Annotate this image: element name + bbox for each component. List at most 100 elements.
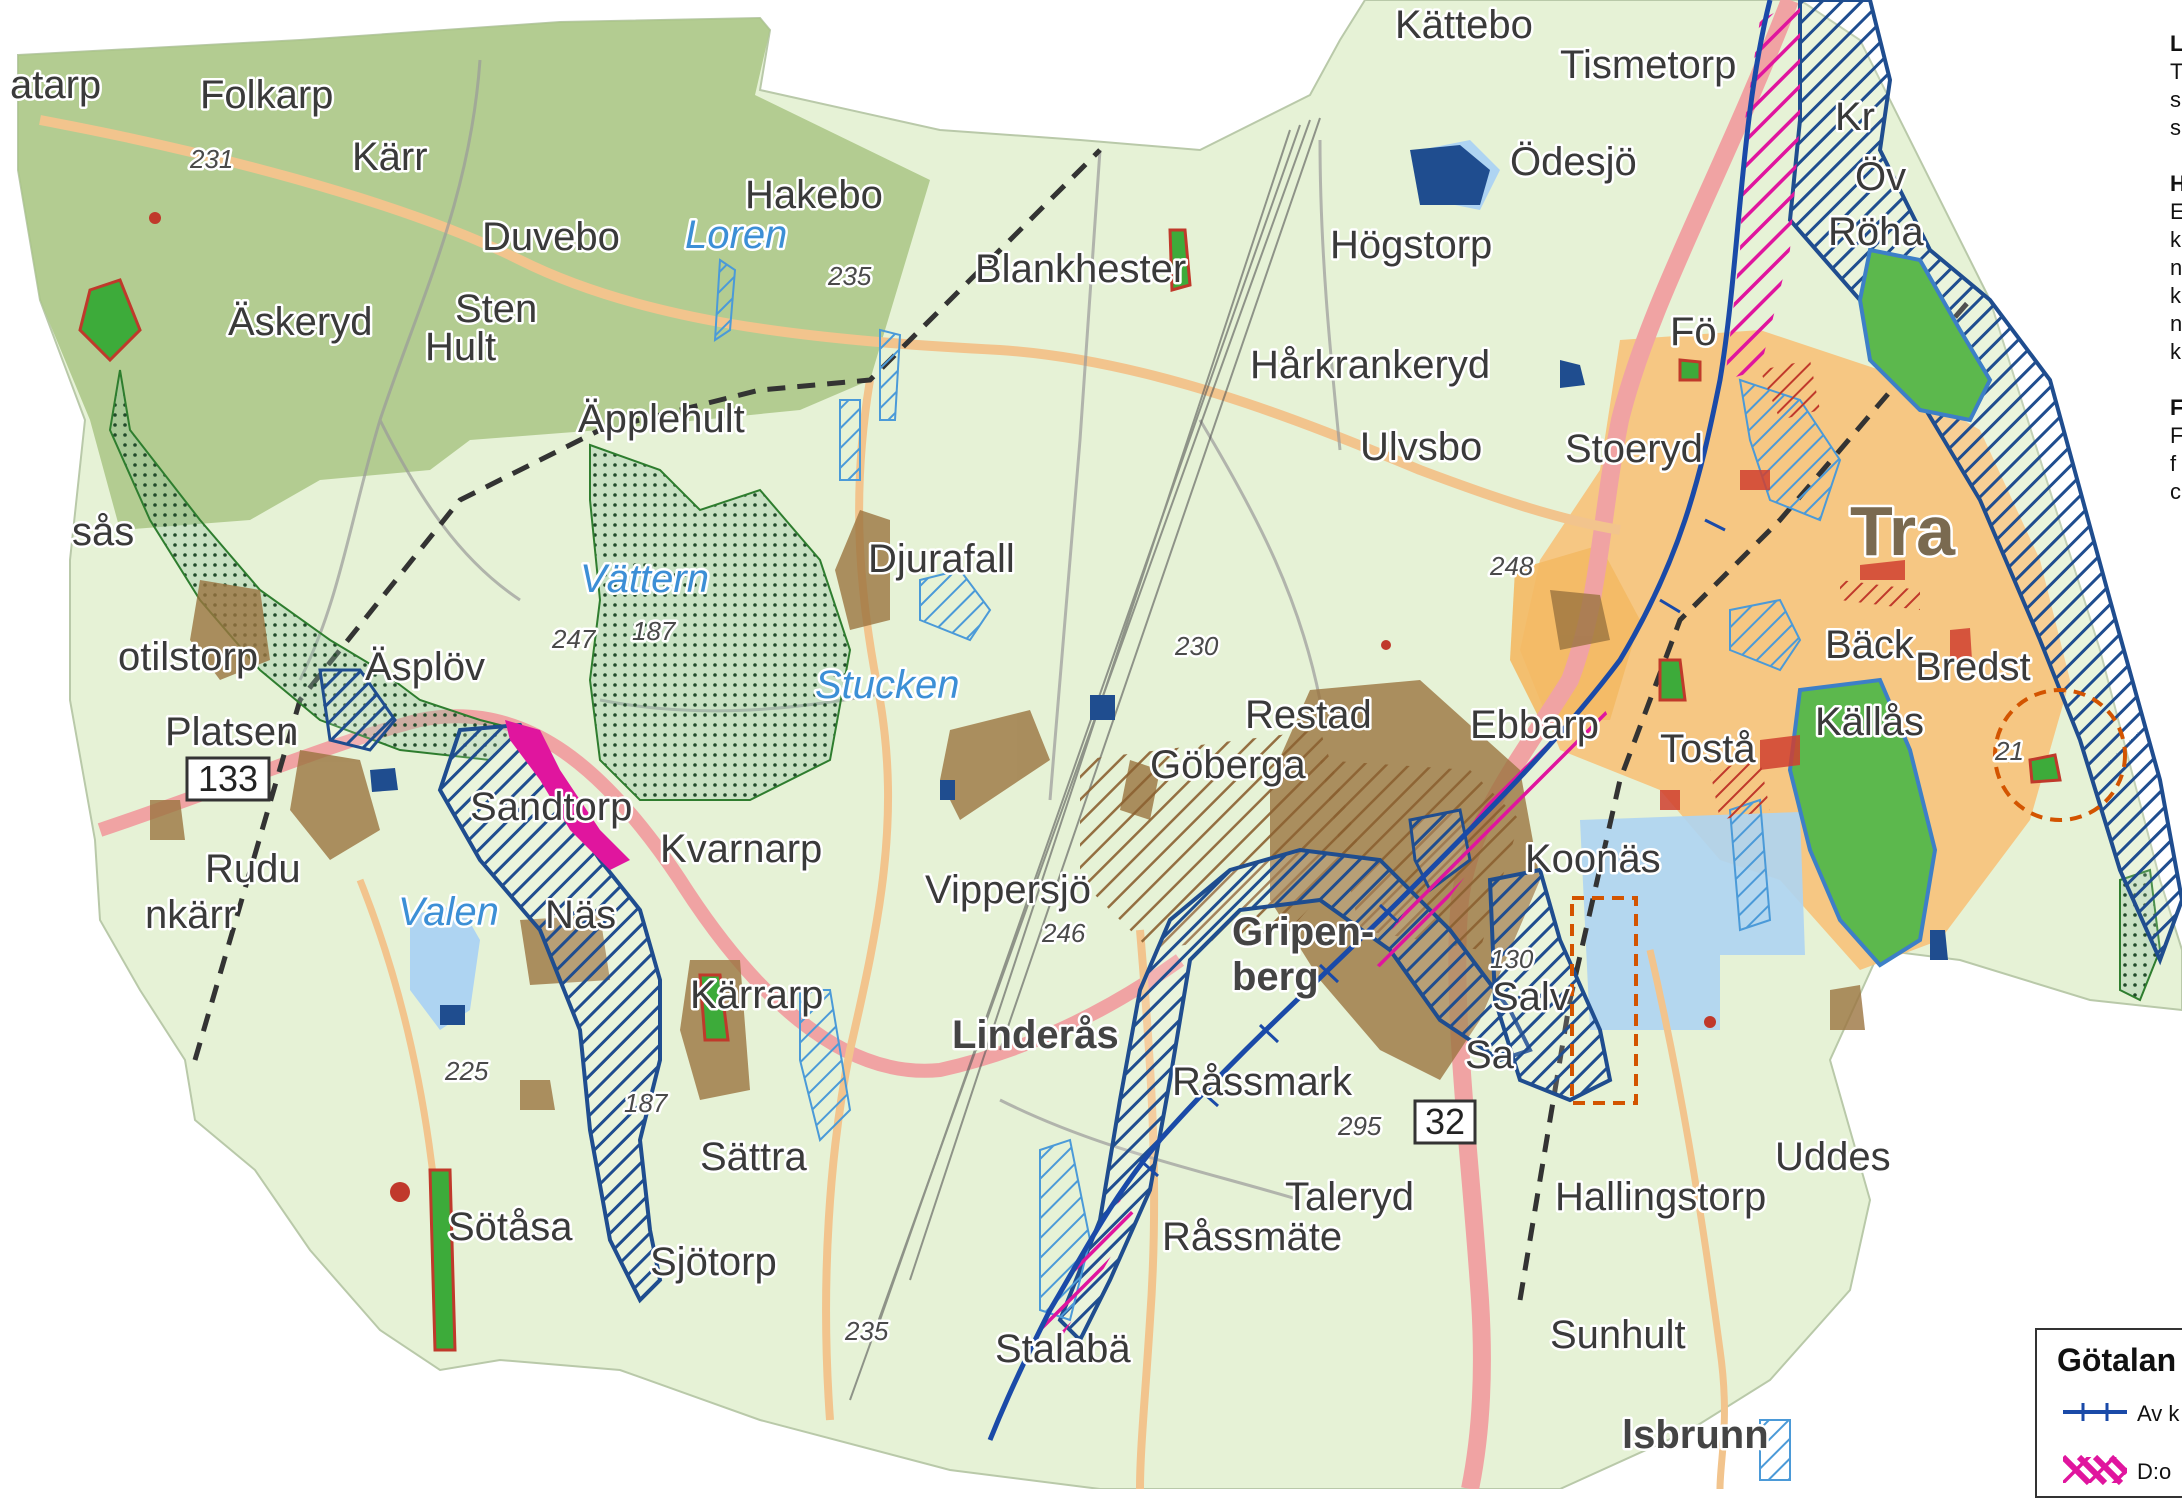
magenta-rail-corridor-center (1370, 700, 1610, 975)
elevation-label: 187 (624, 1088, 669, 1118)
place-label-hult: Hult (425, 325, 496, 369)
place-label-sattra: Sättra (700, 1135, 807, 1179)
side-text-line: f (2170, 451, 2177, 476)
place-label-kallas: Källås (1815, 700, 1924, 744)
place-label-rasmark: Råssmark (1172, 1060, 1353, 1104)
place-label-gripenberg2: berg (1232, 955, 1319, 999)
place-label-sunhult: Sunhult (1550, 1313, 1686, 1357)
place-label-ov: Öv (1855, 155, 1906, 199)
magenta-rail-corridor-south (1040, 1200, 1135, 1340)
place-label-taleryd: Taleryd (1285, 1175, 1414, 1219)
side-text-line: H (2170, 171, 2182, 196)
place-label-rassmate: Råssmäte (1162, 1215, 1342, 1259)
place-label-kalvarp: Kärrarp (690, 973, 823, 1017)
blue-line-ticks-icon (2063, 1403, 2127, 1421)
place-label-hogstorp: Högstorp (1330, 223, 1492, 267)
place-label-atarp: atarp (10, 63, 101, 107)
place-label-tran: Tra (1850, 492, 1956, 570)
place-label-askeryd: Äskeryd (228, 300, 373, 344)
green-reserve-kallas (1787, 677, 1938, 968)
road-orange-5 (1646, 949, 1728, 1489)
side-text-line: k (2170, 227, 2181, 252)
side-text-line: L (2170, 31, 2182, 56)
legend-item-corridor: D:o (2057, 1451, 2182, 1495)
elevation-label: 187 (632, 616, 677, 646)
legend-item-label: D:o (2137, 1459, 2172, 1484)
green-reserve-roha (1857, 247, 1993, 423)
place-label-kattebo: Kättebo (1395, 3, 1533, 47)
side-text-line: E (2170, 199, 2182, 224)
elevation-label: 295 (1337, 1111, 1382, 1141)
side-text-line: s (2170, 87, 2181, 112)
road-main-pink (1448, 0, 1799, 1489)
side-text-line: c (2170, 479, 2181, 504)
urban-zone (1520, 330, 2070, 970)
side-text-line: n (2170, 311, 2182, 336)
road-orange-1 (39, 115, 1621, 535)
dotted-nature-vattern (588, 443, 852, 801)
road-shields: 133 32 (185, 756, 1477, 1145)
place-label-djurafall: Djurafall (868, 537, 1015, 581)
place-label-goberga: Göberga (1150, 743, 1306, 787)
place-label-tosta: Tostå (1660, 727, 1756, 771)
place-label-folkarp: Folkarp (200, 73, 333, 117)
place-label-roha: Röha (1828, 210, 1924, 254)
side-text-line: k (2170, 283, 2181, 308)
place-label-karr: Kärr (352, 135, 428, 179)
side-text-line: n (2170, 255, 2182, 280)
road-133 (97, 709, 1185, 1078)
orange-dashed-rect (1570, 896, 1638, 1105)
forest-zone-nw (18, 18, 930, 530)
elevation-label: 246 (1041, 918, 1086, 948)
green-reserves (78, 228, 2062, 1352)
magenta-solid-segment (505, 720, 630, 870)
place-label-blankhester: Blankhester (975, 247, 1186, 291)
place-label-stoeryd: Stoeryd (1565, 427, 1703, 471)
place-label-stalaba: Stalabä (995, 1327, 1131, 1371)
lake-valen (410, 905, 480, 1030)
place-label-loren: Loren (685, 213, 787, 257)
place-label-gripenberg1: Gripen- (1232, 910, 1374, 954)
elevation-label: 130 (1490, 944, 1534, 974)
place-label-back: Bäck (1825, 623, 1915, 667)
place-label-sas: sås (72, 510, 134, 554)
place-label-stucken: Stucken (815, 663, 960, 707)
place-label-bredstorp: Bredst (1915, 645, 2031, 689)
place-label-restad: Restad (1245, 693, 1372, 737)
place-label-fo: Fö (1670, 310, 1717, 354)
place-label-harkrankeryd: Hårkrankeryd (1250, 343, 1490, 387)
place-label-koonas: Koonäs (1525, 837, 1661, 881)
road-number: 32 (1425, 1101, 1465, 1142)
legend-item-label: Av k (2137, 1401, 2180, 1426)
blue-hatch-small-1 (318, 668, 397, 752)
place-label-asplov: Äsplöv (365, 645, 485, 689)
rail-ticks (1139, 518, 1726, 1178)
orange-dashed-circle (1993, 688, 2127, 822)
place-label-odesjo: Ödesjö (1510, 140, 1637, 184)
map-legend: Götalan Av k D:o (2035, 1328, 2182, 1498)
place-label-valen: Valen (398, 890, 499, 934)
place-label-nas: Näs (545, 893, 616, 937)
elevation-label: 225 (444, 1056, 489, 1086)
magenta-hatch-icon (2063, 1455, 2127, 1485)
place-label-sotasa: Sötåsa (448, 1205, 573, 1249)
place-label-salv: Salv (1492, 975, 1570, 1019)
dark-blue-patches (370, 145, 1948, 1025)
place-label-tismetorp: Tismetorp (1560, 43, 1736, 87)
place-label-applehult: Äpplehult (578, 397, 745, 441)
place-label-ulvsbo: Ulvsbo (1360, 425, 1482, 469)
road-shield-32: 32 (1413, 1099, 1477, 1145)
place-label-otilstorp: otilstorp (118, 635, 258, 679)
road-shield-133: 133 (185, 756, 271, 802)
place-label-sa: Sa (1465, 1033, 1515, 1077)
place-label-hallingstorp: Hallingstorp (1555, 1175, 1766, 1219)
place-label-ulsbrunn: lsbrunn (1622, 1413, 1769, 1457)
elevation-label: 235 (827, 261, 872, 291)
side-text-line: T (2170, 59, 2182, 84)
church-markers (149, 212, 1716, 1202)
blue-hatch-koonas (1487, 867, 1613, 1103)
side-legend-text: L T s s H E k n k n k F F f c (2170, 30, 2182, 506)
